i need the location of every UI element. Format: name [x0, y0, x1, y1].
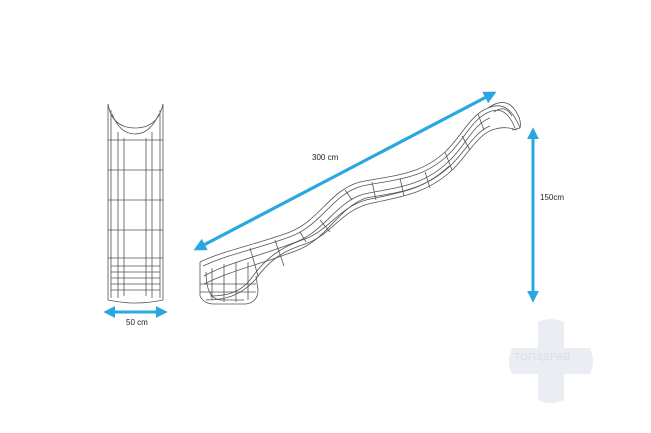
- side-view-wireframe: [199, 102, 521, 305]
- watermark-text: ТОПЗДРАВ: [514, 352, 571, 363]
- height-label: 150cm: [540, 193, 565, 202]
- length-label: 300 cm: [312, 153, 339, 162]
- cross-logo-icon: [509, 319, 593, 403]
- front-view-wireframe: [107, 103, 164, 304]
- width-label: 50 cm: [126, 318, 148, 327]
- length-dimension-arrow: [193, 91, 497, 251]
